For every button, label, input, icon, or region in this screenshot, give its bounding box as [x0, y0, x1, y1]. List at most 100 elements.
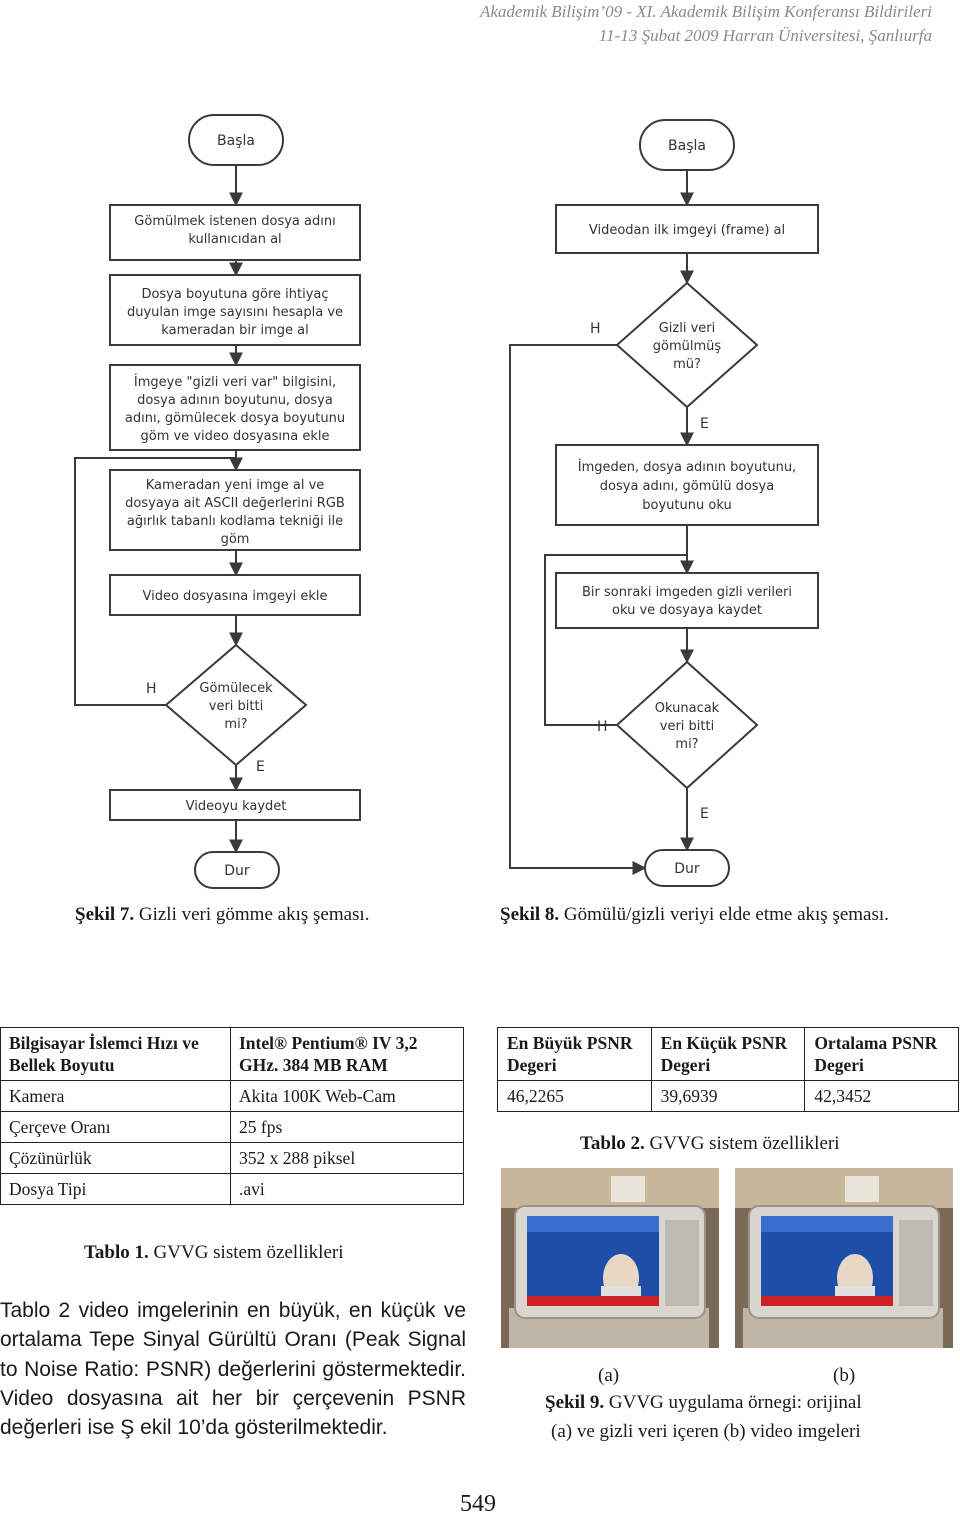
- fig7-decision-line3: mi?: [224, 717, 247, 732]
- table1-value: 352 x 288 piksel: [230, 1142, 464, 1174]
- table2: En Büyük PSNR Degeri En Küçük PSNR Deger…: [497, 1027, 959, 1112]
- table1-label: Çözünürlük: [0, 1142, 231, 1174]
- fig8-step2: [555, 444, 819, 526]
- fig7-no-label: H: [146, 681, 157, 697]
- fig7-step4-line1: Kameradan yeni imge al ve: [146, 478, 325, 493]
- fig7-step2-line1: Dosya boyutuna göre ihtiyaç: [141, 287, 328, 302]
- figure9-photo-a: [501, 1168, 719, 1348]
- fig7-step4-line4: göm: [221, 532, 250, 547]
- table1-label: Dosya Tipi: [0, 1173, 231, 1205]
- table2-value: 46,2265: [497, 1080, 652, 1112]
- table2-value: 42,3452: [804, 1080, 959, 1112]
- page-number: 549: [460, 1491, 496, 1517]
- fig8-step3-line1: Bir sonraki imgeden gizli verileri: [582, 585, 792, 600]
- fig7-step1: [109, 204, 361, 261]
- fig7-step3-line3: adını, gömülecek dosya boyutunu: [125, 411, 345, 426]
- table1-value: 25 fps: [230, 1111, 464, 1143]
- table-row: 46,2265 39,6939 42,3452: [497, 1080, 959, 1112]
- table2-caption: Tablo 2. GVVG sistem özellikleri: [580, 1133, 840, 1155]
- fig7-step2-line2: duyulan imge sayısını hesapla ve: [127, 305, 343, 320]
- fig8-start-text: Başla: [668, 138, 706, 154]
- fig8-decision2-line1: Okunacak: [655, 701, 720, 716]
- table2-header: En Büyük PSNR Degeri: [497, 1027, 652, 1081]
- fig8-end-text: Dur: [674, 861, 700, 877]
- figure7-caption: Şekil 7. Gizli veri gömme akış şeması.: [75, 904, 369, 926]
- figure9-photo-b: [735, 1168, 953, 1348]
- fig7-step4-line2: dosyaya ait ASCII değerlerini RGB: [125, 496, 345, 511]
- flowcharts: Başla Gömülmek istenen dosya adını kulla…: [74, 114, 819, 889]
- fig7-step4: [109, 469, 361, 551]
- page-header: Akademik Bilişim’09 - XI. Akademik Biliş…: [480, 0, 932, 48]
- fig7-step3-line2: dosya adının boyutunu, dosya: [137, 393, 333, 408]
- table2-value: 39,6939: [650, 1080, 806, 1112]
- fig7-step2: [109, 274, 361, 346]
- fig8-end-node: [644, 849, 730, 887]
- fig8-step2-line1: İmgeden, dosya adının boyutunu,: [578, 459, 796, 475]
- fig7-step5: [109, 574, 361, 616]
- table-row: Dosya Tipi .avi: [0, 1173, 464, 1205]
- body-paragraph: Tablo 2 video imgelerinin en büyük, en k…: [0, 1299, 466, 1440]
- table2-caption-label: Tablo 2.: [580, 1133, 645, 1154]
- table1-label: Bilgisayar İslemci Hızı ve Bellek Boyutu: [0, 1027, 231, 1081]
- fig8-step1: [555, 204, 819, 254]
- figure9-caption-line2: (a) ve gizli veri içeren (b) video imgel…: [551, 1421, 861, 1442]
- table2-header: En Küçük PSNR Degeri: [650, 1027, 806, 1081]
- figure8-caption: Şekil 8. Gömülü/gizli veriyi elde etme a…: [500, 904, 889, 926]
- figure9-label-b: (b): [833, 1365, 856, 1386]
- table-row: Bilgisayar İslemci Hızı ve Bellek Boyutu…: [0, 1027, 464, 1081]
- fig8-step3: [555, 572, 819, 629]
- figure9-label-a: (a): [598, 1365, 620, 1386]
- figure8-flowchart: Başla Videodan ilk imgeyi (frame) al Giz…: [509, 119, 819, 887]
- fig7-end-node: [194, 851, 280, 889]
- fig7-start-text: Başla: [217, 133, 255, 149]
- fig7-step1-line2: kullanıcıdan al: [188, 232, 281, 247]
- table1-value: Akita 100K Web-Cam: [230, 1080, 464, 1112]
- header-conference: Akademik Bilişim’09 - XI. Akademik Biliş…: [479, 2, 932, 21]
- figure7-caption-text: Gizli veri gömme akış şeması.: [134, 904, 370, 925]
- fig7-step4-line3: ağırlık tabanlı kodlama tekniği ile: [127, 514, 343, 529]
- table-row: Kamera Akita 100K Web-Cam: [0, 1080, 464, 1112]
- table1-label: Kamera: [0, 1080, 231, 1112]
- fig8-yes1-label: E: [700, 416, 709, 432]
- table1: Bilgisayar İslemci Hızı ve Bellek Boyutu…: [0, 1027, 464, 1205]
- header-date-place: 11-13 Şubat 2009 Harran Üniversitesi, Şa…: [598, 26, 932, 45]
- fig8-decision1-line3: mü?: [673, 357, 701, 372]
- fig7-decision-line1: Gömülecek: [199, 681, 273, 696]
- table-row: Çerçeve Oranı 25 fps: [0, 1111, 464, 1143]
- figure9-caption-text: GVVG uygulama örnegi: orijinal: [604, 1392, 862, 1413]
- fig8-step2-line3: boyutunu oku: [642, 498, 731, 513]
- fig8-decision1-line1: Gizli veri: [659, 321, 716, 336]
- fig8-no2-label: H: [597, 719, 608, 735]
- fig8-yes2-label: E: [700, 806, 709, 822]
- fig7-step2-line3: kameradan bir imge al: [161, 323, 308, 338]
- figure9-caption-line1: Şekil 9. GVVG uygulama örnegi: orijinal: [545, 1392, 862, 1414]
- figure8-caption-label: Şekil 8.: [500, 904, 560, 925]
- table2-caption-text: GVVG sistem özellikleri: [644, 1133, 840, 1154]
- fig7-end-text: Dur: [224, 863, 250, 879]
- fig7-yes-label: E: [256, 759, 265, 775]
- fig8-decision2-line2: veri bitti: [660, 719, 714, 734]
- fig8-decision2-line3: mi?: [675, 737, 698, 752]
- table1-value: Intel® Pentium® IV 3,2 GHz. 384 MB RAM: [230, 1027, 464, 1081]
- table-row: Çözünürlük 352 x 288 piksel: [0, 1142, 464, 1174]
- fig7-step3: [109, 364, 361, 451]
- fig7-step6: [109, 789, 361, 821]
- table1-caption-label: Tablo 1.: [84, 1242, 149, 1263]
- figure7-caption-label: Şekil 7.: [75, 904, 135, 925]
- table2-header: Ortalama PSNR Degeri: [804, 1027, 959, 1081]
- table-row: En Büyük PSNR Degeri En Küçük PSNR Deger…: [497, 1027, 959, 1081]
- fig8-step1-text: Videodan ilk imgeyi (frame) al: [589, 223, 785, 238]
- figure8-caption-text: Gömülü/gizli veriyi elde etme akış şemas…: [559, 904, 889, 925]
- fig7-step3-line1: İmgeye "gizli veri var" bilgisini,: [134, 374, 336, 390]
- table1-caption-text: GVVG sistem özellikleri: [148, 1242, 344, 1263]
- fig8-step2-line2: dosya adını, gömülü dosya: [600, 479, 774, 494]
- fig7-step1-line1: Gömülmek istenen dosya adını: [134, 214, 335, 229]
- table1-caption: Tablo 1. GVVG sistem özellikleri: [84, 1242, 344, 1264]
- table1-value: .avi: [230, 1173, 464, 1205]
- figure7-flowchart: Başla Gömülmek istenen dosya adını kulla…: [74, 114, 361, 889]
- fig8-step3-line2: oku ve dosyaya kaydet: [612, 603, 762, 618]
- fig7-step5-text: Video dosyasına imgeyi ekle: [142, 589, 327, 604]
- fig8-no1-label: H: [590, 321, 601, 337]
- figure9-caption-label: Şekil 9.: [545, 1392, 605, 1413]
- fig7-step3-line4: göm ve video dosyasına ekle: [141, 429, 330, 444]
